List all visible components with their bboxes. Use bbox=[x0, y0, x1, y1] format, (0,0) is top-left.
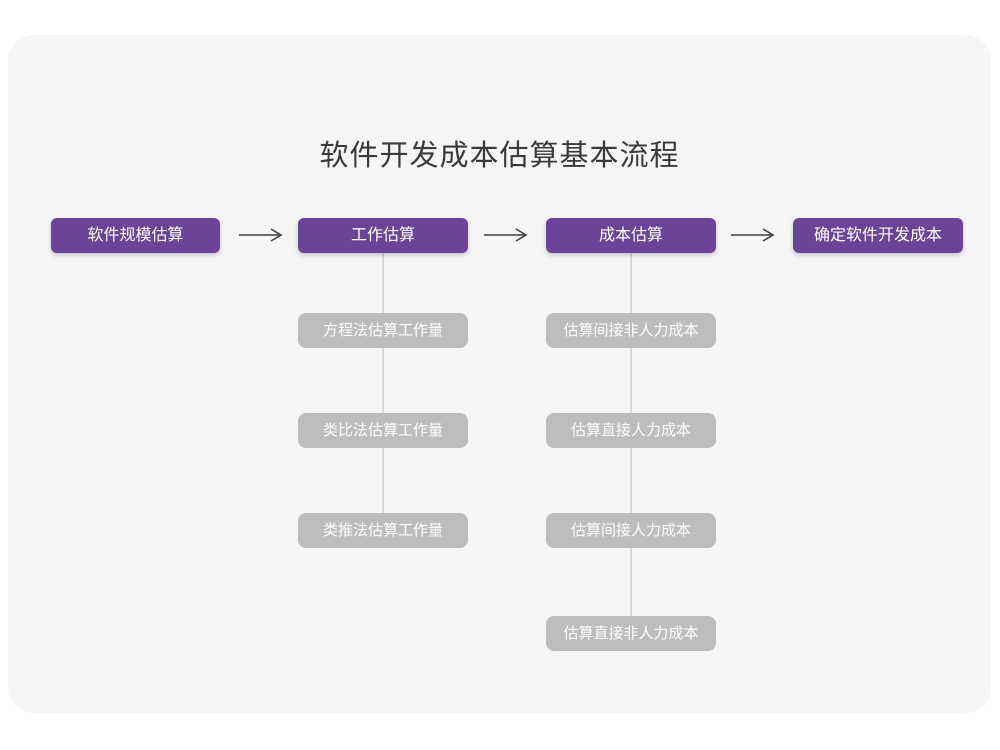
substep-indirect-non-labor-cost: 估算间接非人力成本 bbox=[546, 313, 716, 348]
substep-analogy-method: 类比法估算工作量 bbox=[298, 413, 468, 448]
connector-line-work-estimation bbox=[382, 253, 384, 515]
substep-extrapolation-method: 类推法估算工作量 bbox=[298, 513, 468, 548]
substep-indirect-labor-cost: 估算间接人力成本 bbox=[546, 513, 716, 548]
substep-direct-labor-cost: 估算直接人力成本 bbox=[546, 413, 716, 448]
flowchart-card: 软件开发成本估算基本流程 软件规模估算 工作估算 成本估算 确定软件开发成本 方… bbox=[8, 35, 991, 713]
right-arrow-icon bbox=[484, 228, 528, 242]
step-software-scale-estimation: 软件规模估算 bbox=[51, 218, 220, 253]
page-title: 软件开发成本估算基本流程 bbox=[319, 140, 680, 172]
substep-direct-non-labor-cost: 估算直接非人力成本 bbox=[546, 616, 716, 651]
step-work-estimation: 工作估算 bbox=[298, 218, 468, 253]
right-arrow-icon bbox=[731, 228, 775, 242]
step-determine-development-cost: 确定软件开发成本 bbox=[793, 218, 963, 253]
right-arrow-icon bbox=[239, 228, 283, 242]
substep-equation-method: 方程法估算工作量 bbox=[298, 313, 468, 348]
step-cost-estimation: 成本估算 bbox=[546, 218, 716, 253]
